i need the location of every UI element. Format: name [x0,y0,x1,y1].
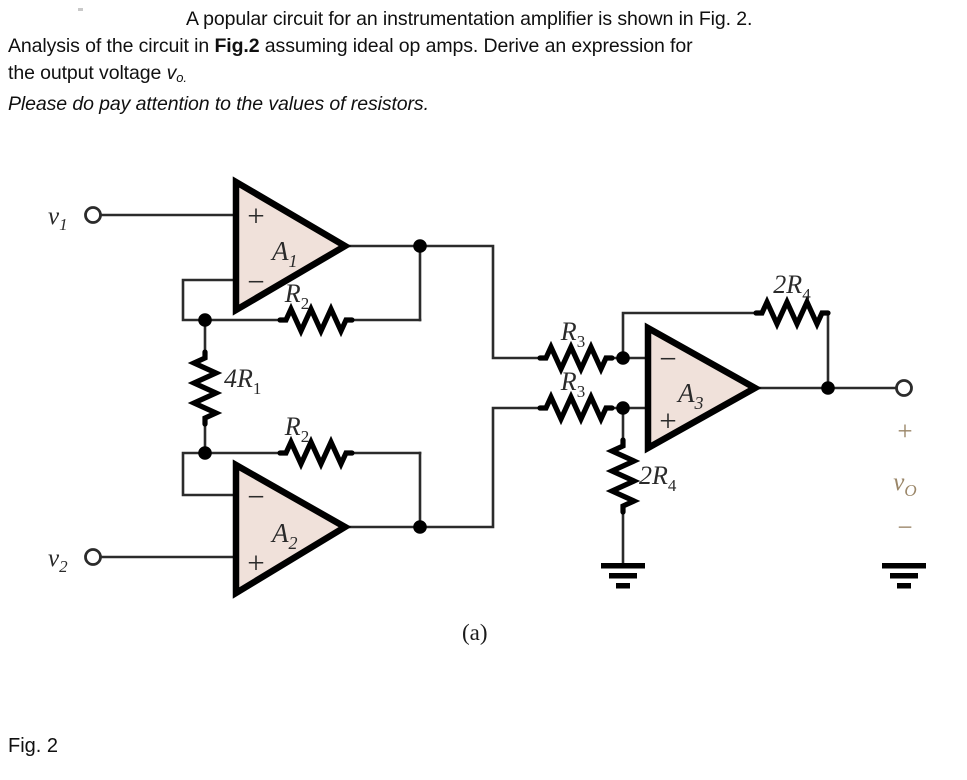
node-a3-output [821,381,835,395]
a1-plus-sign: + [247,198,264,233]
circuit-figure: + − − + − + A1 A2 A3 v1 v2 R2 R2 [0,150,967,670]
a2-plus-sign: + [247,545,264,580]
opamp-terminal-signs: + − − + − + [247,198,676,580]
opamp-a1-body [232,176,352,316]
problem-line-2-suffix: assuming ideal op amps. Derive an expres… [259,35,693,57]
label-4r1: 4R1 [224,364,261,398]
problem-line-4: Please do pay attention to the values of… [8,91,958,118]
node-a1-output [413,239,427,253]
figure-caption: Fig. 2 [8,735,59,757]
node-a2-output [413,520,427,534]
a3-plus-sign: + [659,403,676,438]
problem-statement: A popular circuit for an instrumentation… [8,6,958,118]
wire-a2-to-r3-bottom [418,406,542,529]
a3-minus-sign: − [659,341,676,376]
opamp-group [232,176,762,599]
resistor-labels: R2 R2 4R1 R3 R3 2R4 2R4 [224,270,811,495]
figure-sub-caption: (a) [462,620,488,645]
wire-a2-inverting-stub [181,451,238,497]
input-label-v2: v2 [48,545,68,576]
junction-dots [198,239,835,534]
ground-output [882,563,926,589]
input-label-v1: v1 [48,203,68,234]
label-r3-bottom: R3 [560,367,585,401]
opamp-a2-body [232,459,352,599]
opamp-a1-label: A1 [270,236,298,271]
node-a3-noninverting [616,401,630,415]
node-a3-inverting [616,351,630,365]
ground-r4 [601,563,645,589]
output-plus-sign: + [897,416,912,446]
problem-note-text: Please do pay attention to the values of… [8,92,429,115]
output-minus-sign: − [897,512,912,542]
output-voltage-variable: v [166,62,177,84]
resistor-4r1 [194,352,216,424]
label-2r4-ground: 2R4 [639,461,677,495]
problem-line-2: Analysis of the circuit in Fig.2 assumin… [8,33,958,60]
wire-r4-feedback-left [621,311,758,360]
problem-fig-reference: Fig.2 [214,35,260,57]
resistor-r2-top [280,309,352,331]
output-voltage-subscript: o. [176,69,187,85]
wire-a1-inverting-stub [181,278,238,322]
output-port-labels: + vO − [893,416,916,542]
problem-line-3: the output voltage vo. [8,60,958,91]
circuit-diagram-svg: + − − + − + A1 A2 A3 v1 v2 R2 R2 [48,176,926,599]
resistor-2r4-ground [612,440,634,512]
problem-line-1: A popular circuit for an instrumentation… [8,6,958,33]
resistor-r2-bottom [280,442,352,464]
ground-group [601,563,926,589]
scan-speck [78,8,83,11]
problem-line-3-prefix: the output voltage [8,62,167,84]
output-voltage-label: vO [893,469,916,500]
wire-a1-to-r3-top [418,244,542,360]
wire-network [99,213,898,565]
opamp-labels: A1 A2 A3 [270,236,704,553]
a2-minus-sign: − [247,479,264,514]
terminal-v2[interactable] [84,548,102,566]
resistor-2r4-feedback [756,302,828,324]
opamp-a2-label: A2 [270,518,298,553]
label-r3-top: R3 [560,317,585,351]
opamp-a3-body [644,322,762,454]
problem-line-2-prefix: Analysis of the circuit in [8,35,215,57]
node-a2-inverting [198,446,212,460]
label-r2-bottom: R2 [284,412,309,446]
terminal-group [84,206,913,566]
node-a1-inverting [198,313,212,327]
opamp-a3-label: A3 [676,378,704,413]
input-labels: v1 v2 [48,203,68,576]
label-r2-top: R2 [284,279,309,313]
a1-minus-sign: − [247,264,264,299]
terminal-vo[interactable] [895,379,913,397]
problem-line-1-text: A popular circuit for an instrumentation… [186,8,753,30]
label-2r4-feedback: 2R4 [773,270,811,304]
terminal-v1[interactable] [84,206,102,224]
